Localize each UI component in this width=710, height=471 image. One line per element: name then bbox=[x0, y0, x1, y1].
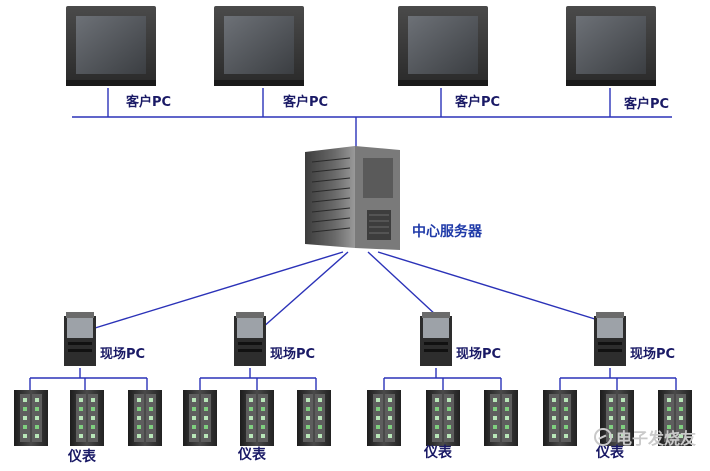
watermark-logo-icon bbox=[593, 428, 612, 446]
meter-group-label-3: 仪表 bbox=[424, 445, 452, 461]
site-pc-2 bbox=[234, 312, 266, 366]
site-pc-label-1: 现场PC bbox=[100, 347, 146, 362]
meter-buses bbox=[29, 368, 677, 390]
site-pc-label-3: 现场PC bbox=[456, 347, 502, 362]
watermark: 电子发烧友 bbox=[593, 425, 696, 449]
client-bus bbox=[72, 88, 672, 148]
server-links bbox=[94, 251, 625, 329]
client-pc-label-3: 客户PC bbox=[455, 95, 501, 110]
meter-group-label-4: 仪表 bbox=[596, 445, 624, 461]
watermark-text: 电子发烧友 bbox=[615, 429, 696, 448]
server-label: 中心服务器 bbox=[412, 224, 482, 240]
client-pc-1 bbox=[66, 6, 156, 86]
client-pc-label-1: 客户PC bbox=[126, 95, 172, 110]
site-pc-1 bbox=[64, 312, 96, 366]
site-pc-label-4: 现场PC bbox=[630, 347, 676, 362]
client-pc-4 bbox=[566, 6, 656, 86]
client-pc-3 bbox=[398, 6, 488, 86]
meter-4-3 bbox=[658, 390, 692, 446]
meter-2-1 bbox=[183, 390, 217, 446]
client-pc-label-2: 客户PC bbox=[283, 95, 329, 110]
meter-4-1 bbox=[543, 390, 577, 446]
meter-2-3 bbox=[297, 390, 331, 446]
site-pc-4 bbox=[594, 312, 626, 366]
meter-1-2 bbox=[70, 390, 104, 446]
client-pc-2 bbox=[214, 6, 304, 86]
meter-group-label-1: 仪表 bbox=[68, 449, 96, 465]
site-pc-3 bbox=[420, 312, 452, 366]
client-pc-label-4: 客户PC bbox=[624, 97, 670, 112]
meter-1-3 bbox=[128, 390, 162, 446]
meter-group-label-2: 仪表 bbox=[238, 447, 266, 463]
meter-3-3 bbox=[484, 390, 518, 446]
meter-3-2 bbox=[426, 390, 460, 446]
meter-2-2 bbox=[240, 390, 274, 446]
server-icon bbox=[305, 146, 400, 250]
site-pc-label-2: 现场PC bbox=[270, 347, 316, 362]
meter-3-1 bbox=[367, 390, 401, 446]
meter-1-1 bbox=[14, 390, 48, 446]
meters bbox=[14, 390, 692, 446]
